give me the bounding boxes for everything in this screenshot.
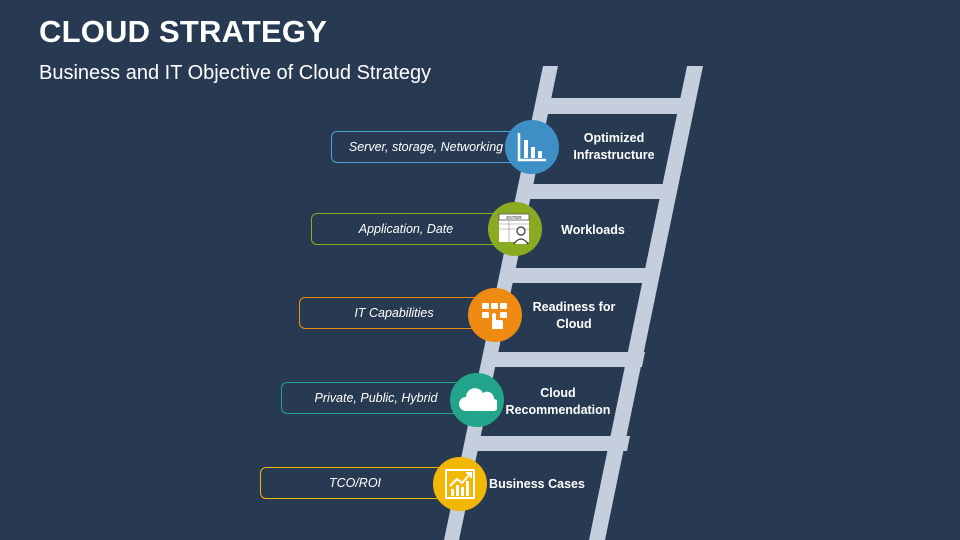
step-2-label: Workloads (544, 220, 642, 240)
step-1-label-line1: Optimized (583, 131, 645, 145)
step-2-label-line1: Workloads (561, 222, 625, 237)
step-2-icon-circle: ENTER (488, 202, 542, 256)
enter-key-text: ENTER (506, 215, 522, 220)
ladder-right-rail (589, 66, 703, 540)
step-5-label-line1: Business Cases (489, 476, 585, 491)
detail-text-4: Private, Public, Hybrid (314, 391, 438, 405)
step-4-icon-circle (450, 373, 504, 427)
step-4-label-line1: Cloud (540, 386, 576, 400)
step-1-icon-circle (505, 120, 559, 174)
bar-chart-icon (517, 133, 546, 162)
detail-text-5: TCO/ROI (328, 476, 382, 490)
detail-text-1: Server, storage, Networking (348, 140, 504, 154)
step-3-icon-circle (468, 288, 522, 342)
step-4-label-line2: Recommendation (505, 403, 611, 417)
step-3-label-line1: Readiness for (532, 300, 616, 314)
cloud-icon (459, 388, 497, 412)
step-1-label-line2: Infrastructure (573, 148, 655, 162)
detail-text-3: IT Capabilities (354, 306, 434, 320)
page-title: CLOUD STRATEGY (39, 14, 328, 49)
ladder-rung (501, 268, 660, 283)
touch-apps-icon (482, 303, 507, 329)
step-5-label: Business Cases (488, 474, 586, 494)
detail-text-2: Application, Date (358, 222, 454, 236)
ladder-rung (520, 184, 676, 199)
step-1-label: Optimized Infrastructure (560, 128, 668, 166)
ladder-rung (467, 436, 630, 451)
step-5-icon-circle (433, 457, 487, 511)
ladder-rung (484, 352, 645, 367)
enter-user-icon: ENTER (498, 213, 530, 245)
step-3-label-line2: Cloud (556, 317, 592, 331)
page-subtitle: Business and IT Objective of Cloud Strat… (39, 62, 432, 84)
step-3-label: Readiness for Cloud (522, 297, 626, 335)
ladder-rung (546, 98, 695, 114)
growth-chart-icon (445, 469, 475, 499)
step-4-label: Cloud Recommendation (502, 383, 614, 421)
